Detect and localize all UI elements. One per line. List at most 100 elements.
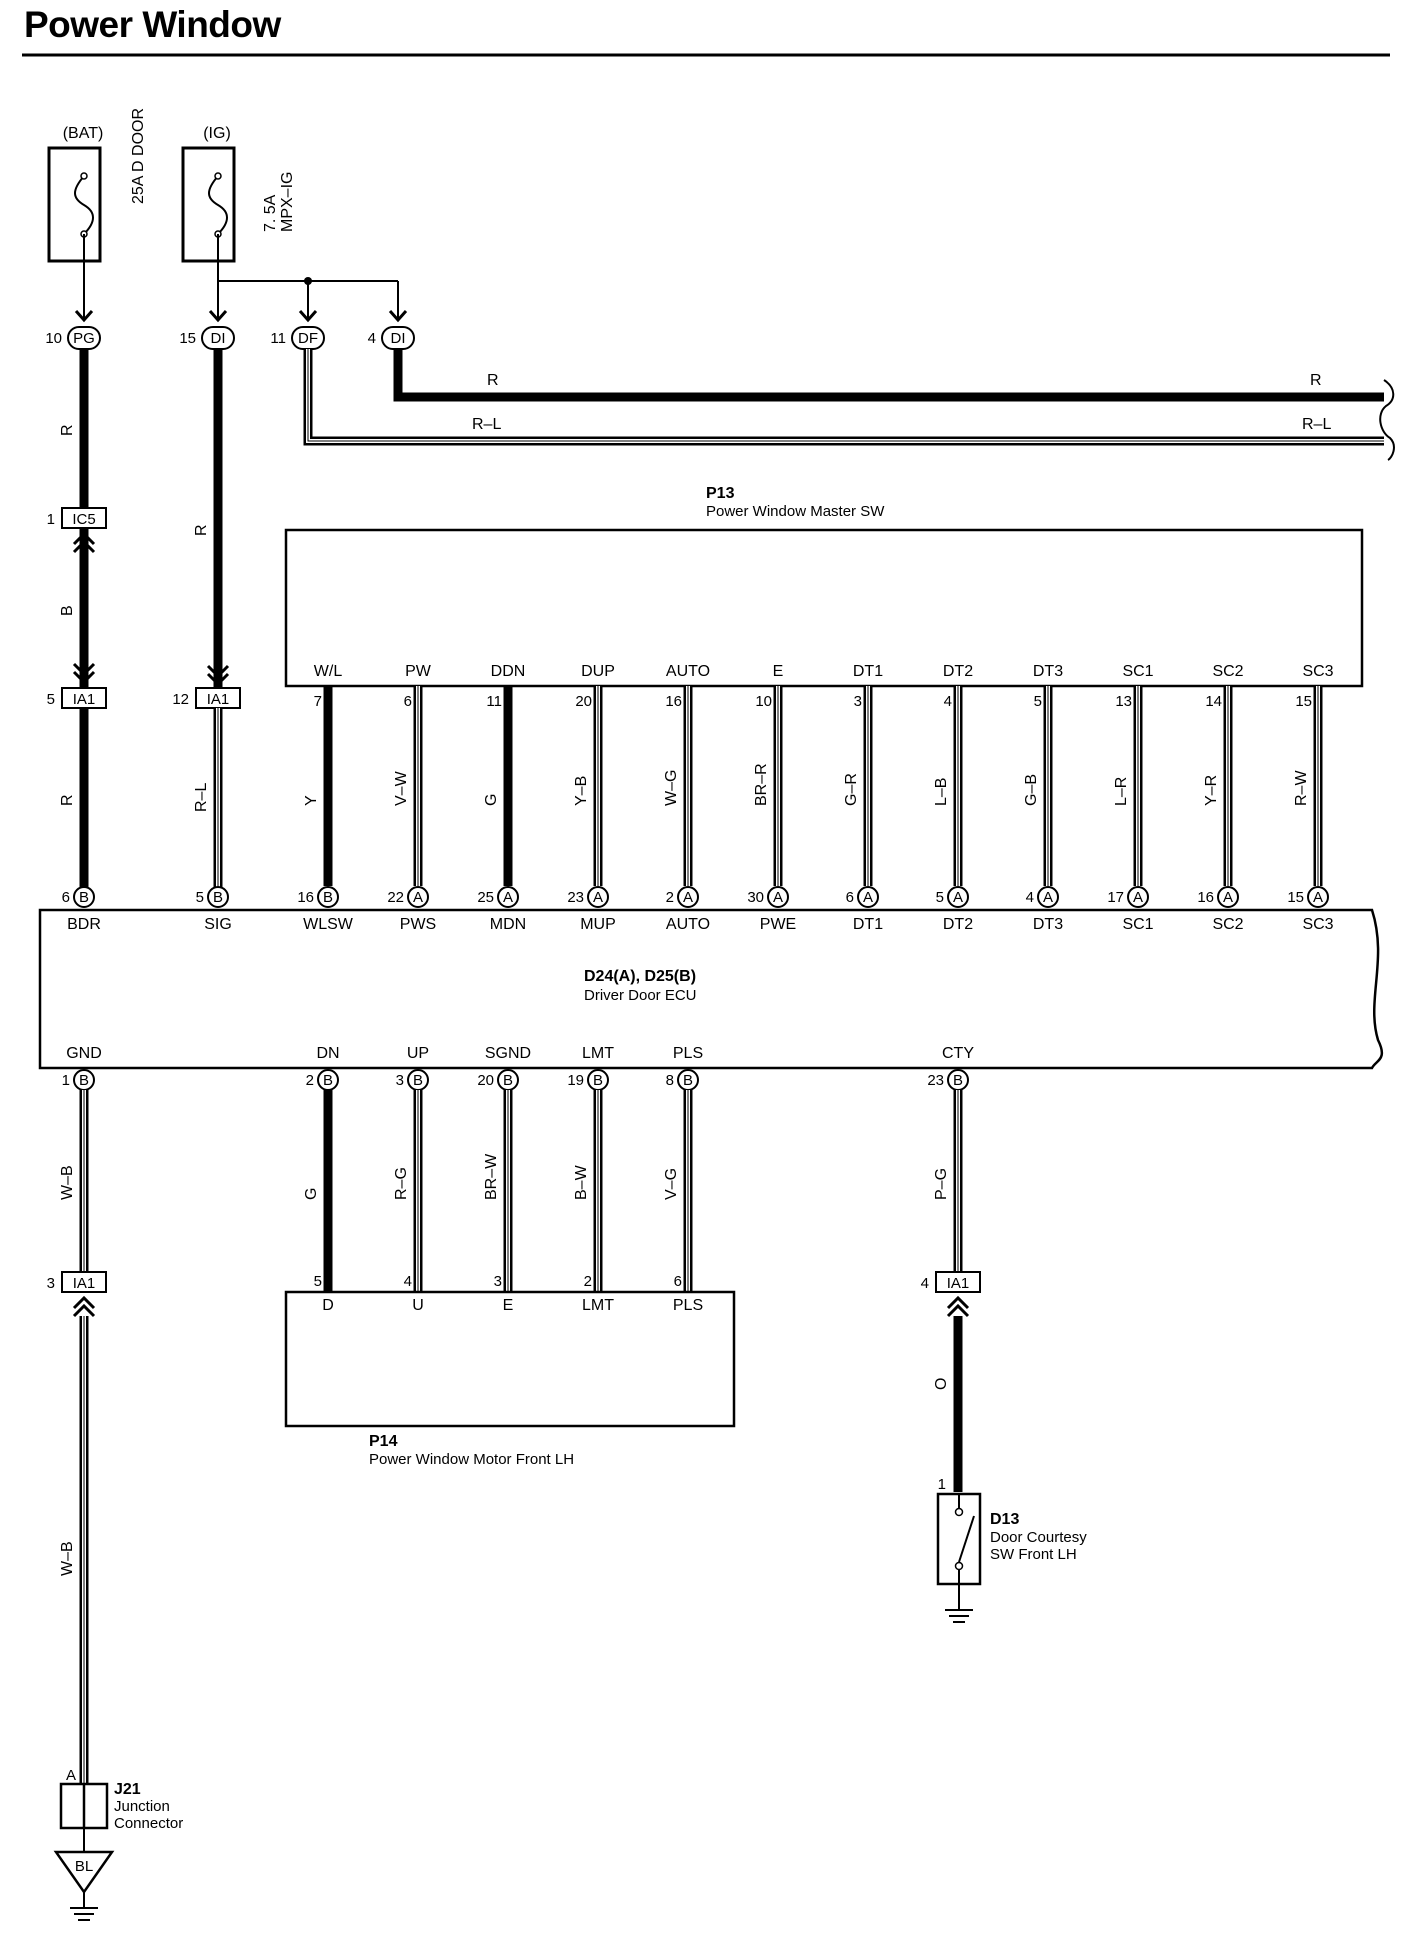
wire-bdr-r-bottom-label: R (59, 794, 76, 806)
motor-terminal-name: LMT (582, 1297, 614, 1314)
ecu-connector (1127, 886, 1149, 908)
fuse-ig-contact-top (214, 172, 222, 180)
wire-color-label: BR–R (753, 763, 770, 806)
svg-text:4: 4 (921, 1275, 929, 1292)
ecu-connector-letter: A (1133, 889, 1143, 906)
wire-color-label: W–G (663, 770, 680, 806)
ecu-terminal-name: SGND (485, 1045, 531, 1062)
junction-pin: A (66, 1767, 76, 1784)
motor-code: P14 (369, 1433, 398, 1450)
ecu-terminal-name: SC3 (1302, 916, 1333, 933)
master-terminal-pin: 20 (575, 693, 592, 710)
svg-text:4: 4 (368, 330, 376, 347)
ecu-connector-letter: A (503, 889, 513, 906)
ecu-terminal-name: SIG (204, 916, 232, 933)
svg-text:3: 3 (47, 1275, 55, 1292)
svg-text:IC5: IC5 (72, 511, 95, 528)
courtesy-line2: SW Front LH (990, 1546, 1077, 1563)
connector-ic5: IC5 1 (47, 507, 107, 529)
fuse-bat-icon (74, 175, 94, 235)
ecu-terminal-name: AUTO (666, 916, 710, 933)
motor-terminal-name: U (412, 1297, 424, 1314)
chevron-ia1-bdr (72, 662, 96, 685)
master-terminal-name: W/L (314, 663, 343, 680)
svg-text:1: 1 (47, 511, 55, 528)
master-terminal-pin: 3 (854, 693, 862, 710)
master-switch-terminals: W/L7YB16WLSWPW6V–WA22PWSDDN11GA25MDNDUP2… (297, 663, 1333, 933)
connector-di-15: DI 15 (179, 326, 235, 350)
svg-text:DI: DI (211, 330, 226, 347)
ecu-pin-number: 5 (196, 889, 204, 906)
wire-di4-r (393, 349, 1384, 402)
ecu-pin-number: 1 (62, 1072, 70, 1089)
ecu-pin-number: 25 (477, 889, 494, 906)
ecu-connector (1217, 886, 1239, 908)
fuse-bat-box (47, 146, 102, 263)
wire-color-label: V–W (393, 770, 410, 806)
arrow-df (298, 310, 318, 323)
ecu-terminal-name: MUP (580, 916, 616, 933)
ground-icon-courtesy (945, 1584, 973, 1623)
motor-pin-number: 4 (404, 1273, 412, 1290)
ground-point-triangle (53, 1850, 115, 1895)
ecu-pin-number: 19 (567, 1072, 584, 1089)
master-terminal-name: SC2 (1212, 663, 1243, 680)
ecu-connector-letter: A (773, 889, 783, 906)
ecu-connector-letter: B (323, 1072, 333, 1089)
wire-color-label: G–B (1023, 774, 1040, 806)
master-terminal-pin: 13 (1115, 693, 1132, 710)
ecu-pin-number: 22 (387, 889, 404, 906)
master-terminal-name: PW (405, 663, 432, 680)
ecu-terminal-name: WLSW (303, 916, 354, 933)
wire-bdr-b-label: B (59, 605, 76, 616)
ecu-pin-number: 23 (567, 889, 584, 906)
motor-pin-number: 3 (494, 1273, 502, 1290)
wire-color-label: L–B (933, 778, 950, 806)
master-terminal-name: DUP (581, 663, 615, 680)
wire-sig-rl-label: R–L (193, 783, 210, 812)
ecu-connector-letter: A (413, 889, 423, 906)
svg-text:11: 11 (270, 330, 286, 347)
wire-color-label: R–W (1293, 770, 1310, 806)
ecu-connector-letter: A (1313, 889, 1323, 906)
ecu-pin-number: 15 (1287, 889, 1304, 906)
page-title: Power Window (24, 4, 281, 45)
wire-color-label: L–R (1113, 777, 1130, 806)
ecu-terminal-name: BDR (67, 916, 101, 933)
ecu-connector (767, 886, 789, 908)
master-terminal-pin: 15 (1295, 693, 1312, 710)
ecu-terminal-name: UP (407, 1045, 429, 1062)
ecu-connector-letter: B (79, 889, 89, 906)
wire-r-label-right: R (1310, 372, 1322, 389)
junction-code: J21 (114, 1781, 141, 1798)
svg-text:10: 10 (45, 330, 62, 347)
svg-text:DF: DF (298, 330, 318, 347)
master-terminal-pin: 14 (1205, 693, 1222, 710)
ecu-outline (38, 908, 1384, 1070)
chevron-ia1-gnd (72, 1295, 96, 1318)
master-switch-name: Power Window Master SW (706, 503, 885, 520)
master-terminal-pin: 10 (755, 693, 772, 710)
wire-color-label: Y–R (1203, 775, 1220, 806)
break-mark-top (1379, 379, 1395, 461)
ecu-connector-letter: A (863, 889, 873, 906)
bat-label: (BAT) (63, 125, 104, 142)
ecu-connector-letter: A (683, 889, 693, 906)
wire-cty-o-label: O (933, 1378, 950, 1390)
junction-line1: Junction (114, 1798, 170, 1815)
motor-terminal-name: PLS (673, 1297, 703, 1314)
svg-text:IA1: IA1 (947, 1275, 970, 1292)
ecu-terminal-name: CTY (942, 1045, 974, 1062)
svg-text:IA1: IA1 (73, 691, 96, 708)
master-terminal-name: DDN (491, 663, 526, 680)
ecu-terminal-name: LMT (582, 1045, 614, 1062)
svg-text:IA1: IA1 (207, 691, 230, 708)
ecu-pin-number: 23 (927, 1072, 944, 1089)
ecu-name: Driver Door ECU (584, 987, 697, 1004)
ecu-pin-number: 16 (297, 889, 314, 906)
ground-icon-junction (70, 1892, 98, 1921)
wire-sig-r-label: R (193, 524, 210, 536)
ig-label: (IG) (203, 125, 231, 142)
ecu-pin-number: 3 (396, 1072, 404, 1089)
